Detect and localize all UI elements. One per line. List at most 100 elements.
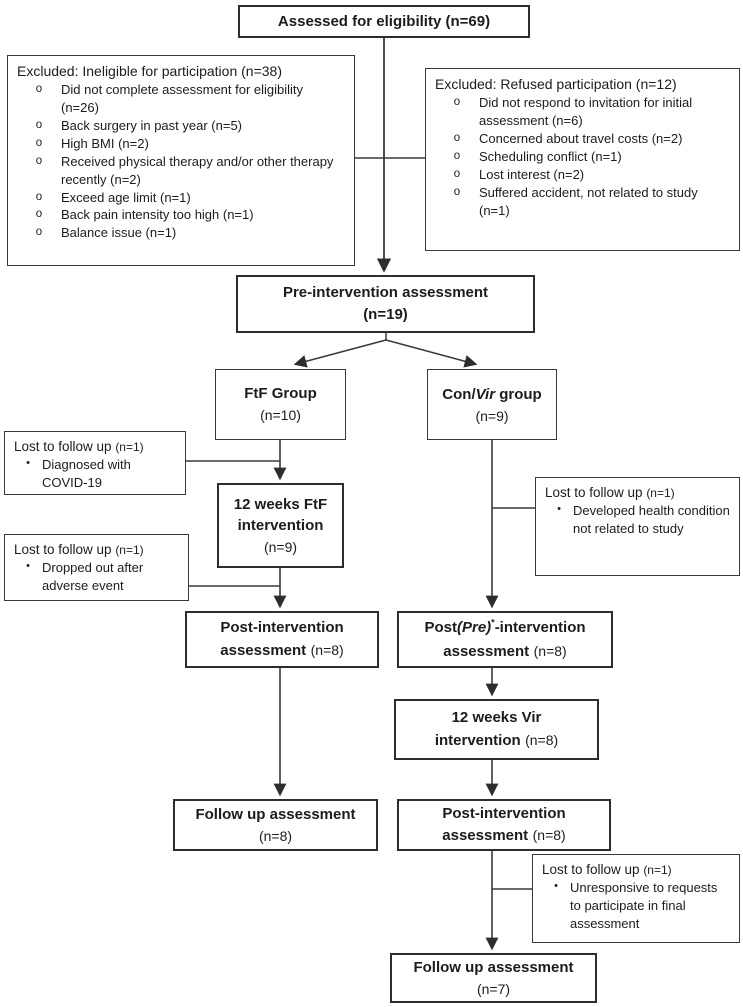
hollow-bullet-icon: o	[35, 82, 43, 95]
list-item-text: High BMI (n=2)	[61, 135, 149, 151]
filled-bullet-icon: •	[557, 503, 561, 516]
hollow-bullet-icon: o	[453, 95, 461, 108]
lost-adverse-n: (n=1)	[115, 543, 144, 557]
lost-followup-unresponsive-box: Lost to follow up (n=1) • Unresponsive t…	[532, 854, 740, 943]
post-pre-line2: assessment (n=8)	[443, 640, 566, 663]
hollow-bullet-icon: o	[453, 185, 461, 198]
post-vir-n: (n=8)	[532, 827, 566, 844]
lost-covid-title-text: Lost to follow up	[14, 439, 116, 454]
list-item: o Scheduling conflict (n=1)	[435, 148, 731, 166]
pre-intervention-n: (n=19)	[363, 306, 408, 323]
list-item-text: Did not respond to invitation for initia…	[479, 94, 693, 128]
excluded-ineligible-title: Excluded: Ineligible for participation (…	[17, 63, 282, 79]
convir-title-italic: Vir	[475, 385, 496, 403]
post-pre-part1: Post	[424, 619, 457, 637]
post-pre-line1: Post(Pre)*-intervention	[424, 616, 585, 639]
excluded-refused-box: Excluded: Refused participation (n=12) o…	[425, 68, 740, 251]
list-item: o Did not complete assessment for eligib…	[17, 81, 346, 117]
list-item-text: Developed health condition not related t…	[573, 503, 730, 537]
followup-ftf-n: (n=8)	[258, 827, 293, 844]
post-pre-part2: -intervention	[494, 619, 586, 637]
ftf-intervention-line2: intervention	[237, 517, 324, 535]
post-pre-line2-text: assessment	[443, 642, 530, 660]
list-item-text: Received physical therapy and/or other t…	[61, 153, 334, 187]
list-item: o High BMI (n=2)	[17, 135, 346, 153]
list-item-text: Dropped out after adverse event	[42, 560, 144, 594]
hollow-bullet-icon: o	[35, 190, 43, 203]
list-item-text: Back surgery in past year (n=5)	[61, 117, 242, 133]
ftf-group-title: FtF Group	[244, 385, 317, 403]
list-item-text: Back pain intensity too high (n=1)	[61, 207, 254, 223]
ftf-intervention-box: 12 weeks FtF intervention (n=9)	[217, 483, 344, 568]
list-item: • Developed health condition not related…	[545, 502, 731, 538]
followup-ftf-line1: Follow up assessment	[195, 805, 356, 823]
list-item-text: Exceed age limit (n=1)	[61, 189, 191, 205]
hollow-bullet-icon: o	[35, 154, 43, 167]
lost-unresponsive-n: (n=1)	[643, 863, 672, 877]
lost-followup-adverse-box: Lost to follow up (n=1) • Dropped out af…	[4, 534, 189, 601]
post-vir-line2-text: assessment	[442, 827, 529, 845]
hollow-bullet-icon: o	[453, 131, 461, 144]
convir-group-n: (n=9)	[475, 407, 509, 424]
filled-bullet-icon: •	[26, 560, 30, 573]
list-item-text: Balance issue (n=1)	[61, 225, 177, 241]
post-pre-n: (n=8)	[533, 642, 567, 659]
filled-bullet-icon: •	[26, 457, 30, 470]
lost-health-n: (n=1)	[646, 486, 675, 500]
lost-followup-health-box: Lost to follow up (n=1) • Developed heal…	[535, 477, 740, 576]
lost-health-title: Lost to follow up (n=1)	[545, 484, 731, 502]
followup-ftf-box: Follow up assessment (n=8)	[173, 799, 378, 851]
list-item: o Back pain intensity too high (n=1)	[17, 206, 346, 224]
lost-health-title-text: Lost to follow up	[545, 485, 647, 500]
assessed-eligibility-label: Assessed for eligibility (n=69)	[277, 12, 491, 30]
list-item: o Lost interest (n=2)	[435, 166, 731, 184]
convir-group-box: Con/Vir group (n=9)	[427, 369, 557, 440]
ftf-intervention-n: (n=9)	[263, 539, 298, 556]
hollow-bullet-icon: o	[35, 208, 43, 221]
followup-final-line1: Follow up assessment	[413, 958, 574, 976]
list-item: o Back surgery in past year (n=5)	[17, 117, 346, 135]
lost-unresponsive-title: Lost to follow up (n=1)	[542, 861, 731, 879]
arrow-pre-to-convir	[385, 339, 478, 368]
filled-bullet-icon: •	[554, 880, 558, 893]
list-item: • Dropped out after adverse event	[14, 559, 180, 595]
vir-intervention-line2-text: intervention	[434, 731, 521, 749]
pre-intervention-box: Pre-intervention assessment (n=19)	[236, 275, 535, 333]
post-ftf-n: (n=8)	[310, 641, 344, 658]
list-item: • Unresponsive to requests to participat…	[542, 879, 731, 933]
post-pre-italic: (Pre)	[456, 619, 492, 637]
lost-adverse-title: Lost to follow up (n=1)	[14, 541, 180, 559]
assessed-eligibility-box: Assessed for eligibility (n=69)	[238, 5, 530, 38]
ftf-group-n: (n=10)	[260, 407, 301, 424]
list-item: o Balance issue (n=1)	[17, 224, 346, 242]
list-item: o Concerned about travel costs (n=2)	[435, 130, 731, 148]
lost-unresponsive-title-text: Lost to follow up	[542, 862, 644, 877]
list-item-text: Scheduling conflict (n=1)	[479, 148, 622, 164]
list-item: • Diagnosed with COVID-19	[14, 456, 177, 492]
post-ftf-line1: Post-intervention	[220, 619, 344, 637]
hollow-bullet-icon: o	[35, 118, 43, 131]
followup-final-n: (n=7)	[476, 980, 511, 997]
followup-final-box: Follow up assessment (n=7)	[390, 953, 597, 1003]
arrow-pre-to-ftf	[293, 339, 387, 368]
list-item-text: Diagnosed with COVID-19	[42, 457, 131, 491]
post-vir-line1: Post-intervention	[442, 804, 566, 822]
hollow-bullet-icon: o	[453, 149, 461, 162]
post-pre-star: *	[491, 617, 495, 628]
post-intervention-vir-box: Post-intervention assessment (n=8)	[397, 799, 611, 851]
convir-title-part2: group	[495, 385, 542, 403]
vir-intervention-line1: 12 weeks Vir	[451, 709, 542, 727]
lost-adverse-title-text: Lost to follow up	[14, 542, 116, 557]
convir-group-title: Con/Vir group	[442, 383, 541, 406]
post-pre-intervention-vir-box: Post(Pre)*-intervention assessment (n=8)	[397, 611, 613, 668]
list-item-text: Unresponsive to requests to participate …	[570, 880, 718, 932]
lost-covid-title: Lost to follow up (n=1)	[14, 438, 177, 456]
vir-intervention-box: 12 weeks Vir intervention (n=8)	[394, 699, 599, 760]
excluded-ineligible-box: Excluded: Ineligible for participation (…	[7, 55, 355, 266]
pre-intervention-line1: Pre-intervention assessment	[282, 284, 489, 302]
lost-covid-n: (n=1)	[115, 440, 144, 454]
list-item: o Did not respond to invitation for init…	[435, 94, 731, 130]
excluded-refused-title: Excluded: Refused participation (n=12)	[435, 76, 677, 92]
convir-title-part1: Con/	[442, 385, 476, 403]
